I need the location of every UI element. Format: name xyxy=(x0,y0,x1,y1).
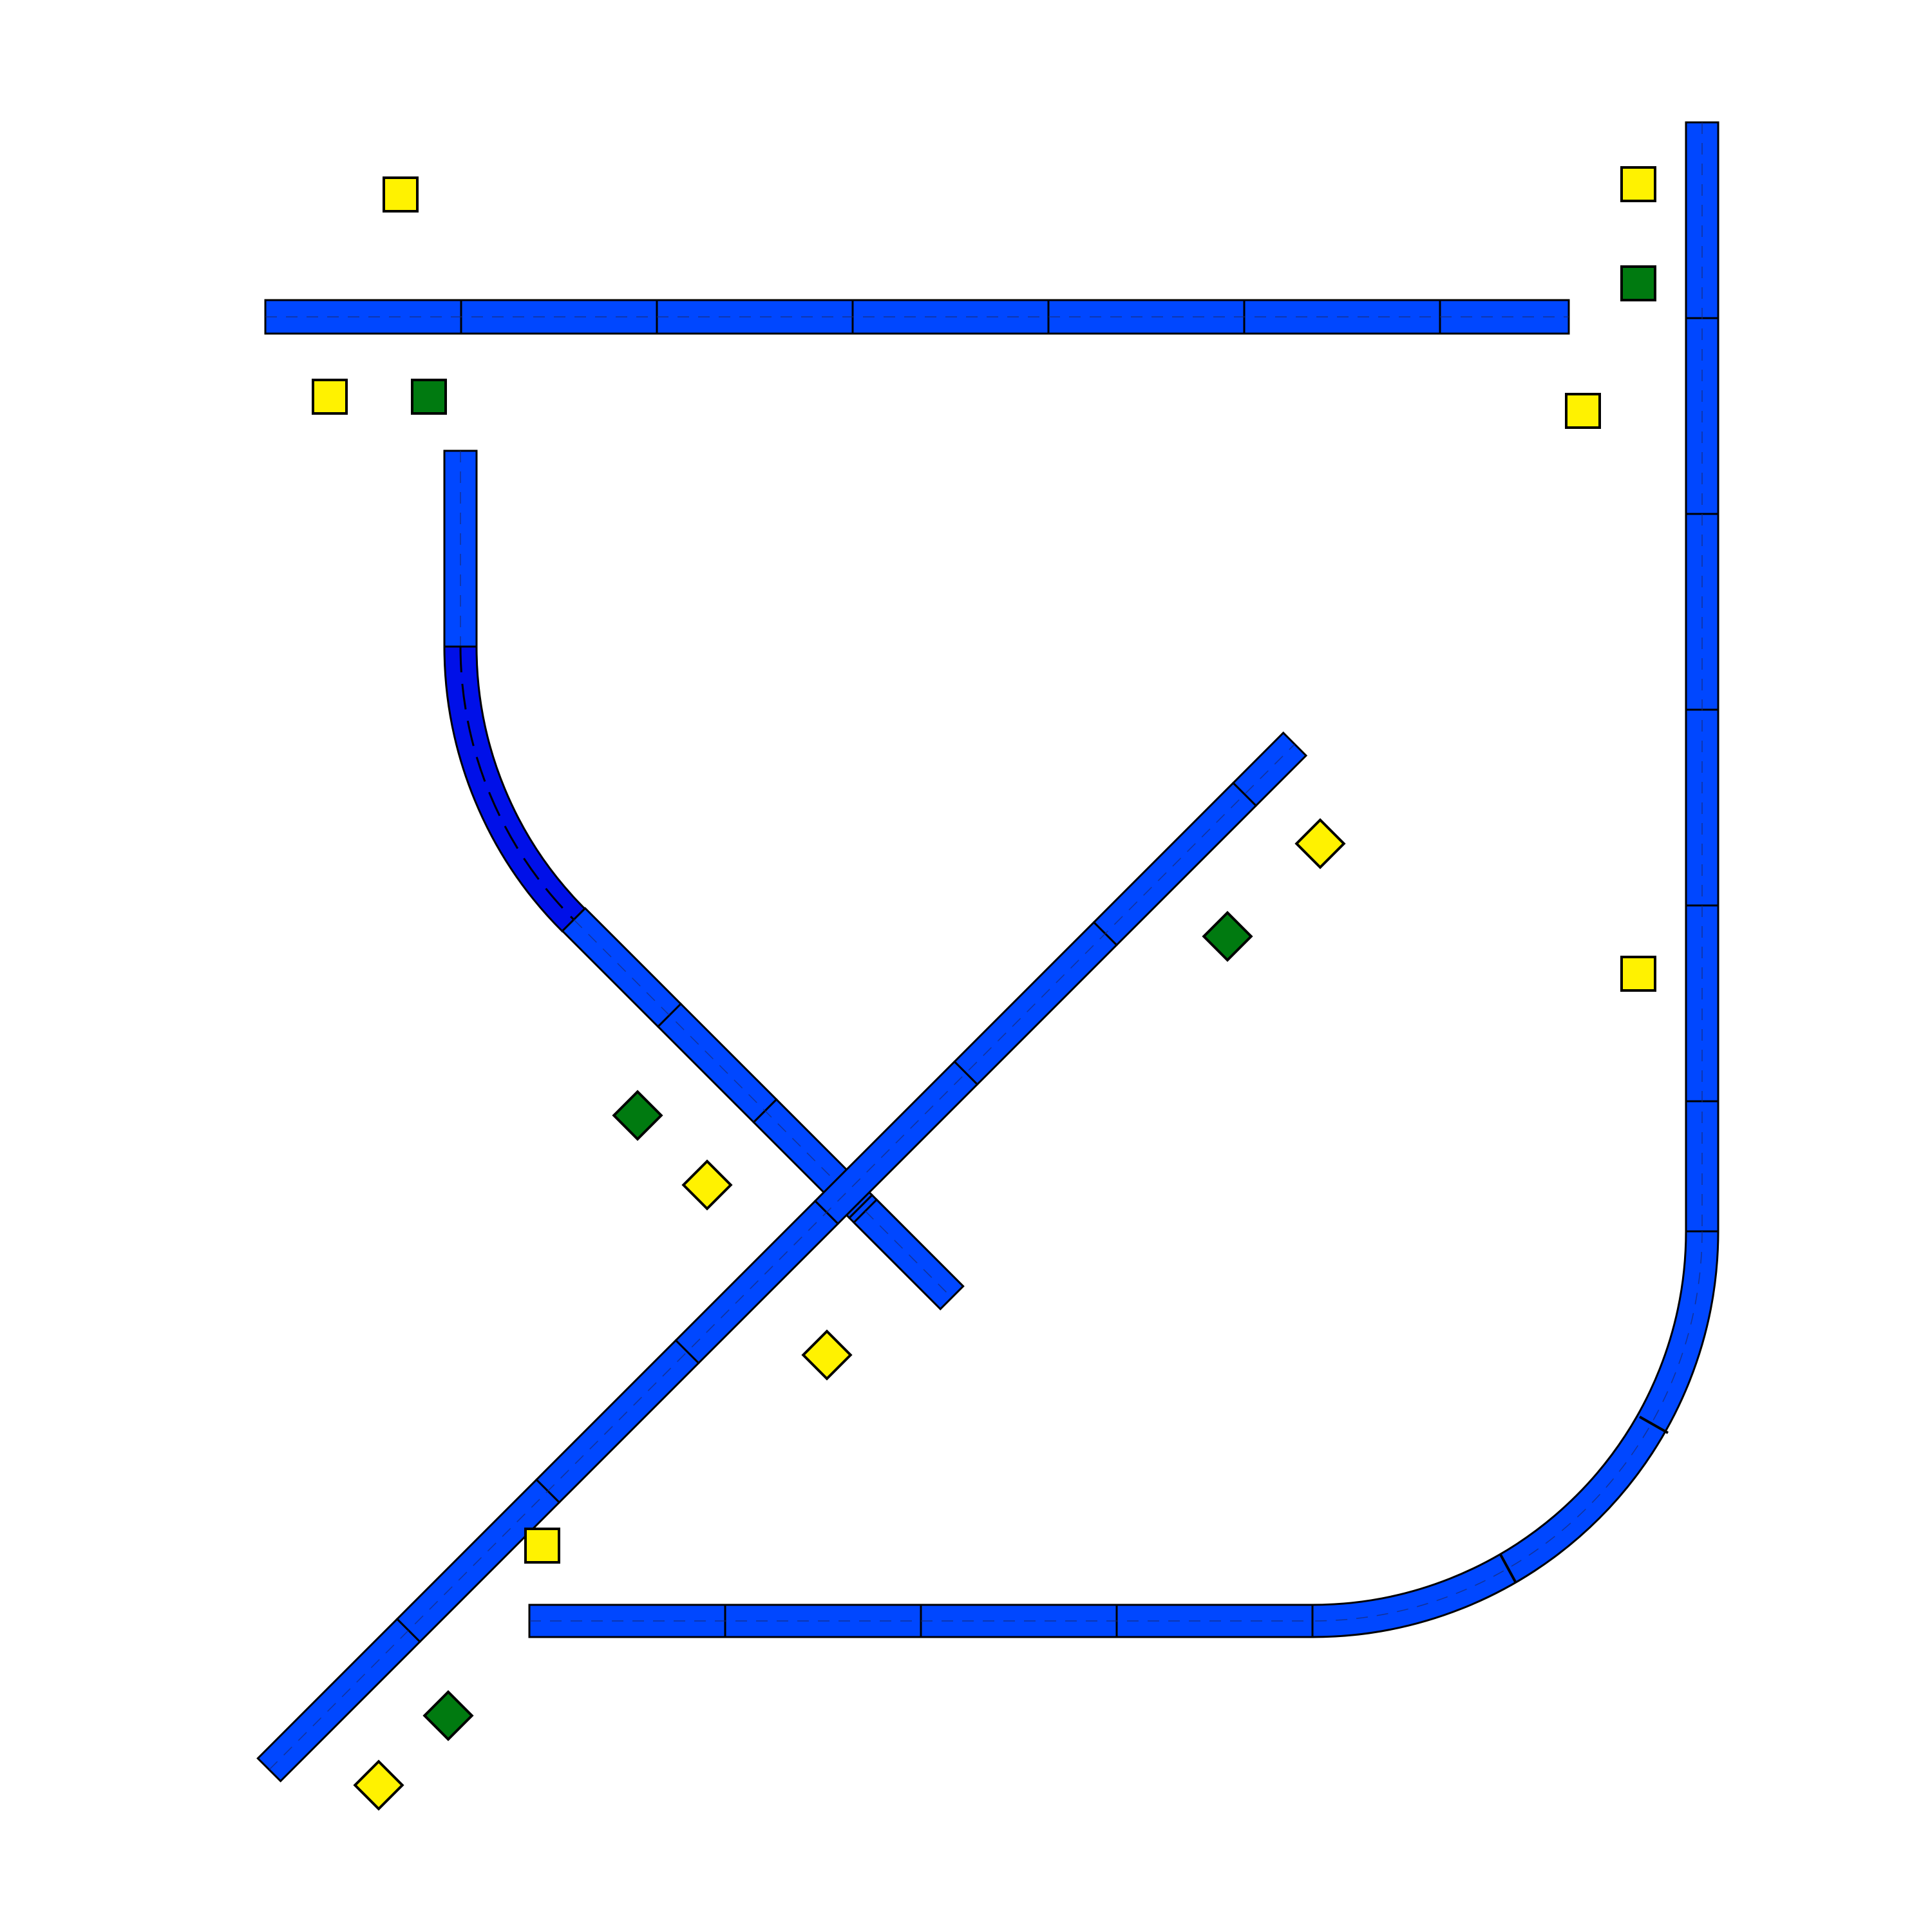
yellow-signal[interactable] xyxy=(312,379,348,415)
track-segment[interactable] xyxy=(1231,731,1308,808)
yellow-signal[interactable] xyxy=(681,1159,733,1211)
yellow-signal[interactable] xyxy=(1620,956,1656,992)
crossing-overlay xyxy=(852,1198,965,1311)
signals-diagonal[interactable] xyxy=(353,818,1346,1811)
track-segment[interactable] xyxy=(443,450,478,648)
green-signal[interactable] xyxy=(1620,265,1656,301)
diagonal-up-right-track[interactable] xyxy=(256,731,1308,1783)
track-segment[interactable] xyxy=(920,1604,1118,1638)
top-straight-track[interactable] xyxy=(264,299,1570,335)
green-signal[interactable] xyxy=(1202,911,1253,962)
curve-segment[interactable] xyxy=(1311,1230,1719,1638)
selected-curve-track[interactable] xyxy=(443,645,587,933)
signals-upright[interactable] xyxy=(312,166,1656,1564)
green-signal[interactable] xyxy=(612,1090,663,1141)
green-signal[interactable] xyxy=(422,1690,474,1741)
track-segment[interactable] xyxy=(1047,299,1245,335)
yellow-signal[interactable] xyxy=(1565,393,1601,429)
bottom-straight-track[interactable] xyxy=(528,1604,1314,1638)
curve-segment[interactable] xyxy=(443,645,587,933)
bottom-right-curve-track[interactable] xyxy=(1311,1230,1719,1638)
left-straight-track[interactable] xyxy=(443,450,478,648)
yellow-signal[interactable] xyxy=(801,1329,853,1381)
yellow-signal[interactable] xyxy=(353,1759,404,1811)
yellow-signal[interactable] xyxy=(383,176,419,213)
yellow-signal[interactable] xyxy=(1294,818,1346,869)
green-signal[interactable] xyxy=(411,379,447,415)
right-straight-track[interactable] xyxy=(1685,121,1719,1233)
yellow-signal[interactable] xyxy=(524,1528,560,1564)
track-segment[interactable] xyxy=(528,1604,726,1638)
track-segment[interactable] xyxy=(256,1617,422,1783)
track-segment[interactable] xyxy=(1685,513,1719,711)
track-segment[interactable] xyxy=(656,1002,778,1124)
track-segment[interactable] xyxy=(656,299,854,335)
yellow-signal[interactable] xyxy=(1620,166,1656,202)
